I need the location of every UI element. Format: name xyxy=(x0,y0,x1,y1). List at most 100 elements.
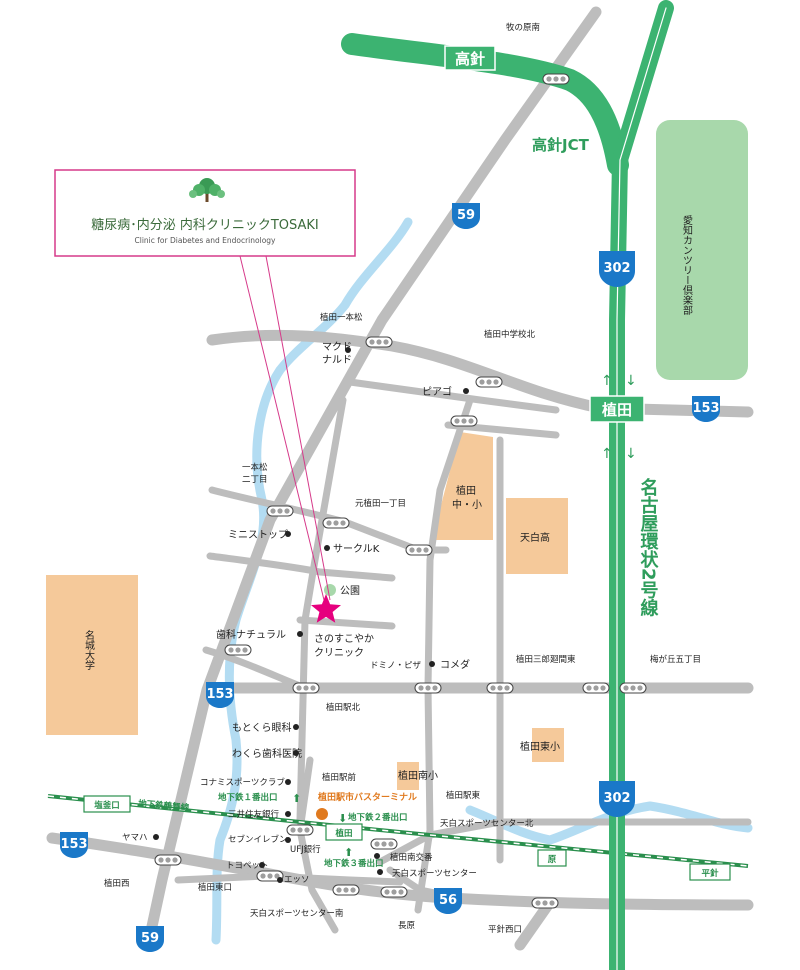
hirabari-station-label: 平針 xyxy=(701,868,719,879)
toyopet-label: トヨペット xyxy=(226,861,269,871)
bus-terminal-marker xyxy=(316,808,328,820)
ipponmatsu-road xyxy=(206,329,754,418)
subway-labels: 塩釜口 地下鉄鶴舞線 植田 原 平針 地下鉄１番出口 地下鉄２番出口 地下鉄３番… xyxy=(83,791,731,881)
intersection-label: 元植田一丁目 xyxy=(355,498,406,509)
intersection-label: 長原 xyxy=(398,921,415,931)
poi-dot xyxy=(259,862,265,868)
highway-labels: 高針 高針JCT 植田 名古屋環状2号線 ↑ ↓ ↑ ↓ ⇄ xyxy=(444,45,659,618)
park-marker xyxy=(324,584,336,596)
ramp-arrow-icon: ↓ xyxy=(625,446,637,462)
traffic-signal-icon xyxy=(414,682,442,694)
ueda-school-label: 植田 xyxy=(456,484,476,497)
intersection-labels: 牧の原南 植田一本松 植田中学校北 一本松 二丁目 元植田一丁目 植田駅北 植田… xyxy=(104,22,701,935)
traffic-signals xyxy=(154,73,647,909)
poi-dot xyxy=(285,779,291,785)
route-56-label: 56 xyxy=(439,893,457,908)
motokura-eye-label: もとくら眼科 xyxy=(232,721,292,734)
vertical-road-2 xyxy=(414,396,474,914)
circle-k-label: サークルK xyxy=(333,543,380,555)
ueda-ic-label: 植田 xyxy=(602,401,632,419)
traffic-signal-icon xyxy=(322,517,350,529)
aichi-country-label: 愛知カンツリー倶楽部 xyxy=(681,214,693,316)
poi-dot xyxy=(277,877,283,883)
mcdonalds-label: マクド xyxy=(322,341,352,353)
ueda-west-road xyxy=(296,756,339,934)
park-label: 公園 xyxy=(340,585,360,597)
callout-line xyxy=(265,255,331,601)
route-59-shield-south: 59 xyxy=(136,926,164,952)
subway-exit-2-label: 地下鉄２番出口 xyxy=(348,812,408,823)
traffic-signal-icon xyxy=(370,838,398,850)
shiogamaguchi-label: 塩釜口 xyxy=(94,800,120,811)
poi-dot xyxy=(429,661,435,667)
ueda-higashi-sho-label: 植田東小 xyxy=(520,740,560,753)
route-153-label: 153 xyxy=(206,687,233,702)
intersection-label: 平針西口 xyxy=(488,924,522,935)
intersection-label: 植田一本松 xyxy=(320,312,363,323)
ramp-arrow-icon: ↑ xyxy=(601,373,613,389)
ramp-arrow-icon: ↓ xyxy=(625,373,637,389)
ueda-minami-sho-block xyxy=(397,762,419,790)
south-road-3 xyxy=(514,899,554,951)
landmark-labels: 愛知カンツリー倶楽部 名城大学 植田 中・小 天白高 植田東小 植田南小 マクド… xyxy=(83,214,693,885)
intersection-label: 一本松 xyxy=(242,462,268,473)
intersection-label: 植田東口 xyxy=(198,882,232,893)
konami-sports-label: コナミスポーツクラブ xyxy=(200,777,285,788)
piago-label: ピアゴ xyxy=(422,385,452,398)
route-302-shield-south: 302 xyxy=(599,781,635,817)
ueda-school-label: 中・小 xyxy=(452,498,482,511)
clinic-location-star-icon xyxy=(311,594,341,623)
local-road-e xyxy=(296,616,396,630)
traffic-signal-icon xyxy=(256,870,284,882)
nagoya-ring-label: 名古屋環状2号線 xyxy=(638,477,659,618)
intersection-label: 植田西 xyxy=(104,878,130,889)
poi-dot xyxy=(345,347,351,353)
dental-natural-label: 歯科ナチュラル xyxy=(216,628,286,641)
poi-dot xyxy=(293,750,299,756)
takabari-jct-label: 高針JCT xyxy=(532,136,590,154)
ueda-station-sign xyxy=(325,823,363,841)
ufj-bank-label: UFJ銀行 xyxy=(290,844,321,855)
traffic-signal-icon xyxy=(380,886,408,898)
route-59-shield-north: 59 xyxy=(452,203,480,229)
meijo-univ-block xyxy=(46,575,138,735)
traffic-signal-icon xyxy=(365,336,393,348)
wakura-dental-label: わくら歯科医院 xyxy=(232,747,302,760)
poi-dot xyxy=(153,834,159,840)
tenpaku-high-label: 天白高 xyxy=(520,531,550,544)
tenpaku-high-block xyxy=(506,498,568,574)
clinic-name-ja: 糖尿病･内分泌 内科クリニックTOSAKI xyxy=(91,217,319,233)
intersection-label: 植田駅前 xyxy=(322,772,357,783)
route-59-road xyxy=(142,6,602,951)
local-road-b xyxy=(444,421,560,439)
poi-dot xyxy=(285,811,291,817)
traffic-signal-icon xyxy=(531,897,559,909)
clinic-name-en: Clinic for Diabetes and Endocrinology xyxy=(135,236,277,245)
local-road-d xyxy=(206,552,396,582)
poi-dot xyxy=(324,545,330,551)
route-59-label: 59 xyxy=(141,931,159,946)
route-153-shield-west: 153 xyxy=(60,832,88,858)
traffic-signal-icon xyxy=(154,854,182,866)
intersection-label: 天白スポーツセンター南 xyxy=(250,908,343,919)
dominos-label: ドミノ・ピザ xyxy=(370,661,422,671)
poi-dot xyxy=(377,869,383,875)
intersection-label: 植田三郎廻間東 xyxy=(516,654,576,665)
traffic-signal-icon xyxy=(475,376,503,388)
esso-label: エッソ xyxy=(284,875,310,885)
traffic-signal-icon xyxy=(405,544,433,556)
ring-road-2-center xyxy=(616,7,667,970)
clinic-callout: 糖尿病･内分泌 内科クリニックTOSAKI Clinic for Diabete… xyxy=(54,169,356,601)
bus-terminal-label: 植田駅市バスターミナル xyxy=(317,791,417,803)
traffic-signal-icon xyxy=(224,644,252,656)
shiogamaguchi-sign xyxy=(83,795,131,813)
yamaha-label: ヤマハ xyxy=(122,833,148,843)
ueda-minami-sho-label: 植田南小 xyxy=(398,769,438,782)
traffic-signal-icon xyxy=(332,884,360,896)
poi-dot xyxy=(297,631,303,637)
intersection-label: 天白スポーツセンター xyxy=(392,868,477,879)
route-153-label: 153 xyxy=(692,401,719,416)
traffic-signal-icon xyxy=(619,682,647,694)
ueda-ic-sign xyxy=(589,395,645,423)
